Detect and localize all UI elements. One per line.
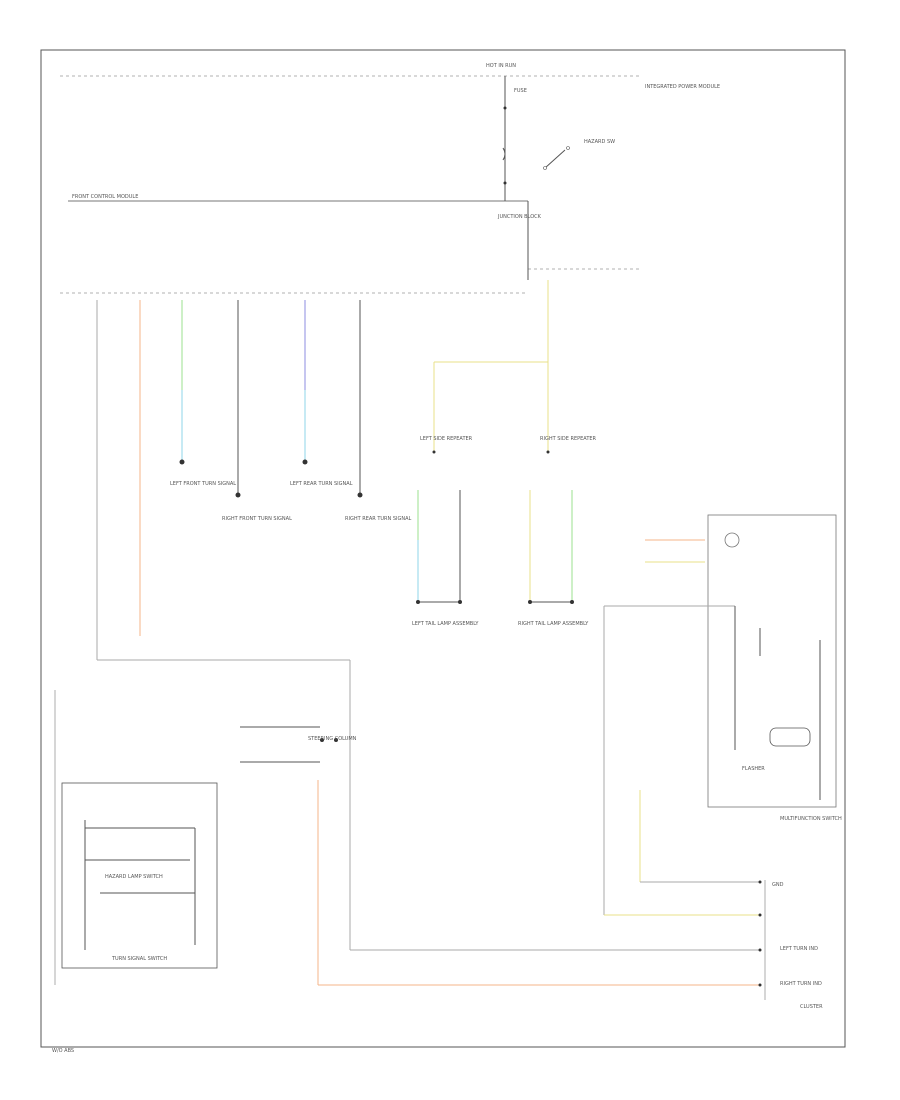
multifunction-switch-label: MULTIFUNCTION SWITCH: [780, 816, 842, 822]
turn-signal-switch-box: [54, 690, 218, 985]
flasher-module: [604, 514, 837, 808]
tail-lamp-assemblies: [416, 490, 574, 604]
lamp-left-rear-label: LEFT REAR TURN SIGNAL: [290, 481, 353, 487]
junction-block-label: JUNCTION BLOCK: [497, 214, 542, 220]
lamp-right-rear-label: RIGHT REAR TURN SIGNAL: [345, 516, 412, 522]
lamp-right-front-label: RIGHT FRONT TURN SIGNAL: [222, 516, 292, 522]
ground-label: GND: [772, 882, 784, 888]
top-bus: [60, 75, 640, 294]
front-control-module-label: FRONT CONTROL MODULE: [72, 194, 138, 200]
top-connector-label: HOT IN RUN: [486, 63, 516, 69]
fuse-label: FUSE: [514, 88, 527, 94]
lamp-right-side-label: RIGHT SIDE REPEATER: [540, 436, 597, 442]
clockspring-label: STEERING COLUMN: [308, 736, 357, 742]
cluster-wires: [603, 606, 766, 1000]
left-tail-assembly-label: LEFT TAIL LAMP ASSEMBLY: [412, 621, 479, 627]
instrument-cluster-label: CLUSTER: [800, 1004, 823, 1010]
lamp-left-front-label: LEFT FRONT TURN SIGNAL: [170, 481, 236, 487]
turn-signal-switch-label: TURN SIGNAL SWITCH: [111, 956, 167, 962]
hazard-lamp-switch-label: HAZARD LAMP SWITCH: [105, 874, 163, 880]
right-module-label: INTEGRATED POWER MODULE: [645, 84, 720, 90]
left-harness: [97, 659, 760, 986]
cluster-right-ind-label: RIGHT TURN IND: [780, 981, 822, 987]
cluster-left-ind-label: LEFT TURN IND: [780, 946, 818, 952]
footnote: W/O ABS: [52, 1048, 74, 1054]
feed-column: [502, 76, 570, 280]
lamp-left-side-label: LEFT SIDE REPEATER: [420, 436, 473, 442]
diagram-frame: [40, 49, 846, 1048]
flasher-label: FLASHER: [742, 766, 765, 772]
hazard-switch-label: HAZARD SW: [584, 139, 615, 145]
right-tail-assembly-label: RIGHT TAIL LAMP ASSEMBLY: [518, 621, 589, 627]
lamp-columns: [96, 280, 550, 660]
